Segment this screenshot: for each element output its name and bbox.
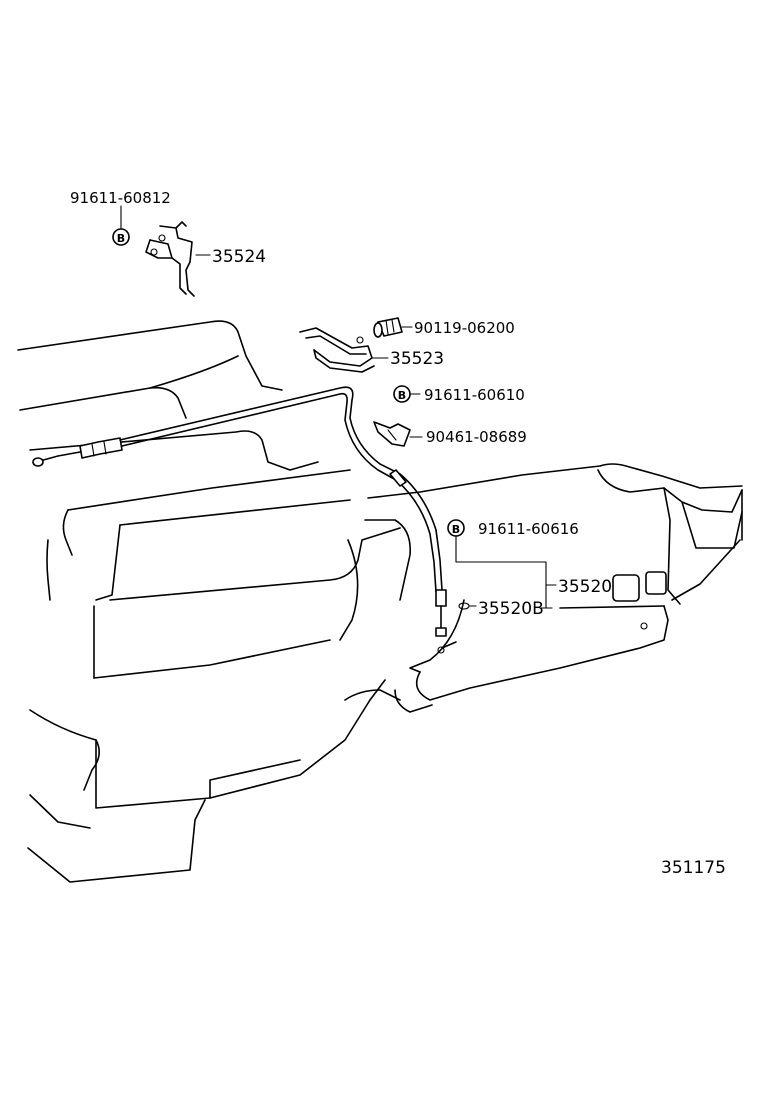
part-label-35523: 35523 <box>390 349 444 369</box>
bolt-symbol-label: B <box>398 389 406 402</box>
part-label-35524: 35524 <box>212 247 266 267</box>
bolt-symbol-91611-60616: B <box>447 519 465 537</box>
bolt-symbol-91611-60812: B <box>112 228 130 246</box>
bolt-symbol-label: B <box>117 232 125 245</box>
illustration-number: 351175 <box>661 858 726 878</box>
engine-block <box>17 320 412 883</box>
part-label-91611-60610: 91611-60610 <box>424 386 525 404</box>
bolt-symbol-91611-60610: B <box>393 385 411 403</box>
transmission-case <box>367 463 743 713</box>
throttle-cable <box>32 386 447 637</box>
part-label-90461-08689: 90461-08689 <box>426 428 527 446</box>
bracket-35524 <box>145 221 195 297</box>
part-label-90119-06200: 90119-06200 <box>414 319 515 337</box>
part-label-35520: 35520 <box>558 577 612 597</box>
bolt-90119-06200 <box>373 317 403 338</box>
washer-35520b <box>458 602 470 610</box>
bolt-symbol-label: B <box>452 523 460 536</box>
clip-90461-08689 <box>373 421 411 447</box>
part-label-35520b: 35520B <box>478 599 544 619</box>
part-label-91611-60812: 91611-60812 <box>70 189 171 207</box>
clamp-35523 <box>299 327 375 373</box>
leader-lines <box>120 205 557 609</box>
part-label-91611-60616: 91611-60616 <box>478 520 579 538</box>
